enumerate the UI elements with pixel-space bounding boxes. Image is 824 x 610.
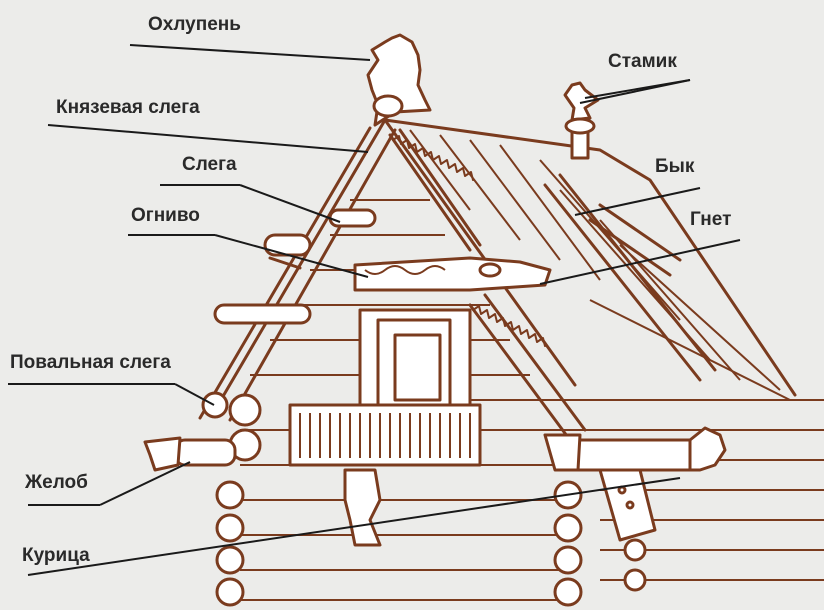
label-zhelob: Желоб: [25, 472, 88, 493]
label-povalnaya-slega: Повальная слега: [10, 352, 171, 373]
label-gnet: Гнет: [690, 209, 732, 230]
label-stamik: Стамик: [608, 51, 677, 72]
label-byk: Бык: [655, 156, 695, 177]
okhlupen-horse: [366, 33, 432, 127]
gable-window: [358, 308, 472, 412]
balcony: [288, 403, 482, 547]
roof-edge-left: [198, 118, 397, 422]
label-slega: Слега: [182, 154, 237, 175]
serrated-boards: [388, 128, 587, 442]
leader-lines: [8, 44, 741, 576]
roof-plane: [383, 118, 797, 401]
label-knyazevaya-slega: Князевая слега: [56, 97, 200, 118]
label-ognivo: Огниво: [131, 205, 200, 226]
slega-beams: [201, 208, 377, 419]
log-ends-left: [215, 393, 262, 607]
label-okhlupen: Охлупень: [148, 14, 241, 35]
label-kuritsa: Курица: [22, 545, 90, 566]
zhelob-gutter: [143, 433, 692, 472]
log-ends-right: [553, 480, 647, 607]
stamik-chimney: [563, 81, 600, 160]
ognivo-beam: [353, 256, 552, 292]
